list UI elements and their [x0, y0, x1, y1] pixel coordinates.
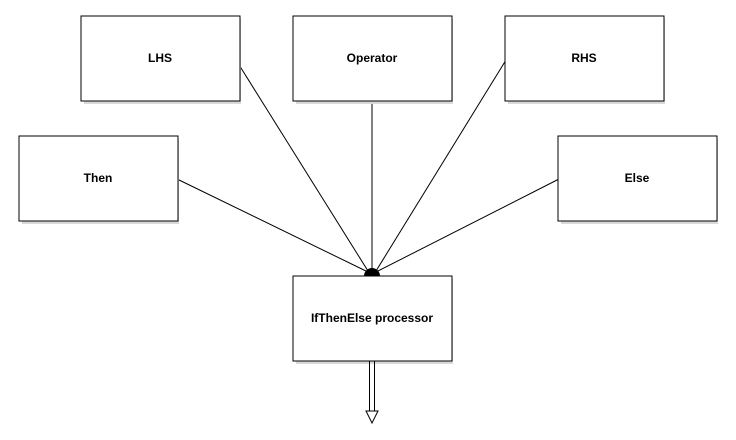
- node-processor-label: IfThenElse processor: [311, 311, 433, 325]
- output-arrowhead: [365, 410, 379, 425]
- junction-connector: [364, 268, 380, 276]
- edge-rhs-processor: [375, 59, 507, 272]
- edge-lhs-processor: [235, 59, 369, 272]
- node-processor: IfThenElse processor: [292, 275, 453, 364]
- node-operator-label: Operator: [347, 51, 398, 65]
- output-arrow: [365, 361, 379, 425]
- node-rhs: RHS: [504, 15, 665, 104]
- node-else: Else: [557, 135, 718, 224]
- node-else-label: Else: [625, 171, 650, 185]
- node-lhs-label: LHS: [148, 51, 172, 65]
- edge-then-processor: [176, 178, 369, 273]
- node-lhs: LHS: [80, 15, 241, 104]
- node-rhs-label: RHS: [571, 51, 596, 65]
- node-then: Then: [18, 135, 179, 224]
- edges: [176, 59, 560, 273]
- node-operator: Operator: [292, 15, 453, 104]
- node-then-label: Then: [84, 171, 113, 185]
- edge-else-processor: [375, 178, 560, 273]
